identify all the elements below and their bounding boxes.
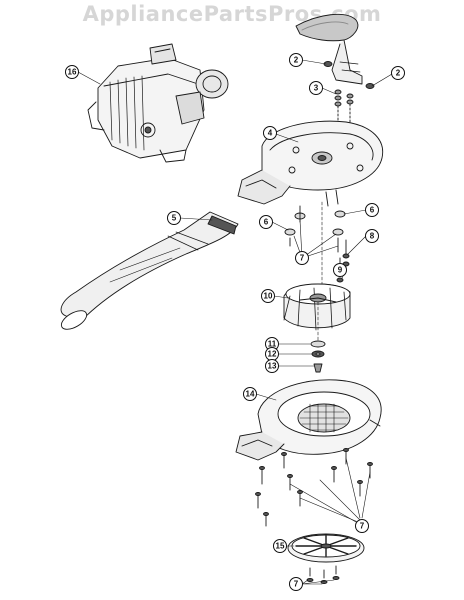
- callout-10: 10: [261, 289, 275, 303]
- callout-label: 7: [360, 522, 365, 531]
- callout-label: 4: [268, 129, 273, 138]
- callout-7: 7: [295, 251, 309, 265]
- callout-2: 2: [391, 66, 405, 80]
- callout-label: 13: [268, 362, 277, 371]
- blower-tube-part: [60, 211, 239, 330]
- upper-housing-part: [237, 120, 384, 207]
- callout-6: 6: [365, 203, 379, 217]
- leader-lines: [77, 59, 393, 585]
- callout-2: 2: [289, 53, 303, 67]
- callout-group: 16 2 2 3 4 5 6 6 7 8 9 10 11 12 13 14 7 …: [65, 53, 405, 591]
- callout-label: 9: [338, 266, 343, 275]
- callout-7: 7: [289, 577, 303, 591]
- callout-label: 14: [246, 390, 255, 399]
- hub-parts: [310, 340, 326, 373]
- callout-label: 8: [370, 232, 375, 241]
- impeller-part: [283, 283, 351, 347]
- callout-7: 7: [355, 519, 369, 533]
- callout-label: 6: [370, 206, 375, 215]
- callout-9: 9: [333, 263, 347, 277]
- callout-label: 5: [172, 214, 177, 223]
- callout-label: 7: [294, 580, 299, 589]
- callout-label: 7: [300, 254, 305, 263]
- callout-label: 11: [268, 340, 277, 349]
- callout-label: 10: [264, 292, 273, 301]
- callout-8: 8: [365, 229, 379, 243]
- callout-label: 12: [268, 350, 277, 359]
- callout-label: 2: [396, 69, 401, 78]
- callout-15: 15: [273, 539, 287, 553]
- callout-16: 16: [65, 65, 79, 79]
- callout-6: 6: [259, 215, 273, 229]
- handle-part: [295, 13, 363, 85]
- callout-14: 14: [243, 387, 257, 401]
- lower-housing-part: [235, 379, 382, 461]
- lower-screws: [255, 448, 373, 527]
- callout-5: 5: [167, 211, 181, 225]
- callout-3: 3: [309, 81, 323, 95]
- engine-part: [87, 43, 229, 163]
- callout-12: 12: [265, 347, 279, 361]
- handle-screws: [323, 61, 375, 125]
- callout-13: 13: [265, 359, 279, 373]
- callout-4: 4: [263, 126, 277, 140]
- callout-label: 6: [264, 218, 269, 227]
- base-plate-part: [287, 533, 365, 563]
- callout-label: 3: [314, 84, 319, 93]
- callout-label: 16: [68, 68, 77, 77]
- bottom-screws: [306, 565, 340, 584]
- callout-label: 15: [276, 542, 285, 551]
- callout-label: 2: [294, 56, 299, 65]
